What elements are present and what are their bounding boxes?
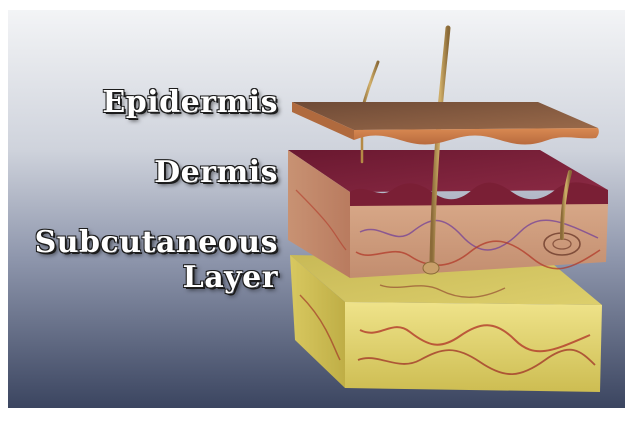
epidermis-sheet xyxy=(292,102,599,145)
epidermis-label: Epidermis xyxy=(102,88,278,118)
layer-label: Layer xyxy=(183,263,278,293)
subcutaneous-block xyxy=(290,255,602,392)
dermis-label: Dermis xyxy=(154,158,278,188)
dermis-block xyxy=(288,150,608,278)
subcutaneous-label: Subcutaneous xyxy=(35,228,278,258)
